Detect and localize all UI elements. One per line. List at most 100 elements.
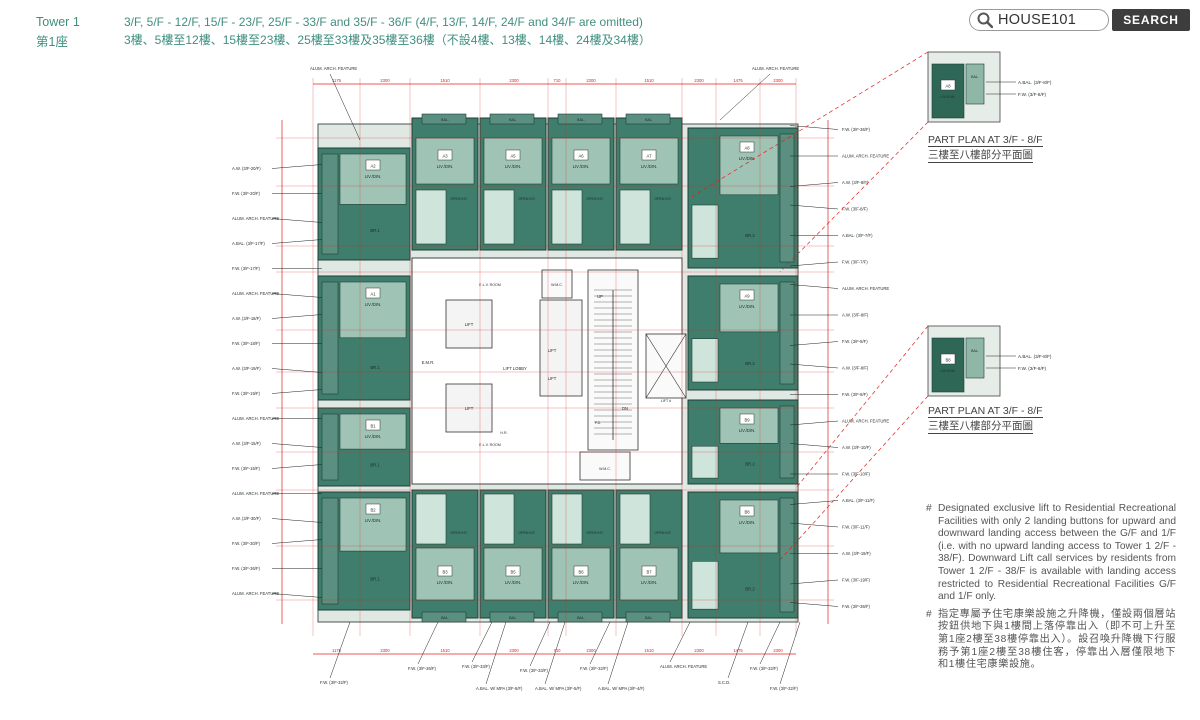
part-plan-caption-1-zh: 三樓至八樓部分平面圖 [928, 149, 1033, 163]
unit-tag: B8 [744, 510, 750, 515]
core-label: LIFT [465, 322, 474, 327]
part-plan-caption-1-en: PART PLAN AT 3/F - 8/F [928, 134, 1043, 147]
leader-label-right: A.BAL. (3/F-7/F) [842, 233, 873, 238]
plan-dimensions: 1175117523002300151015102300230071071023… [276, 78, 834, 655]
unit-tag-box [940, 79, 956, 91]
room-br [321, 153, 339, 255]
room-br [321, 413, 339, 481]
room-label: BR.2 [745, 233, 755, 238]
room-label: LIV./DIN. [365, 174, 382, 179]
unit-tag: A9 [744, 294, 750, 299]
room-bal [557, 611, 603, 623]
unit-tag: B1 [370, 424, 376, 429]
room-bath [691, 560, 719, 610]
unit-tag: B2 [370, 508, 376, 513]
room-bath [415, 493, 447, 545]
leader-label-bottom: F.W. (3/F-33/F) [520, 668, 549, 673]
unit-tag-box [641, 149, 657, 161]
part-plan-label: F.W. (3/F-8/F) [1018, 366, 1047, 371]
unit-tag-box [641, 565, 657, 577]
room-bath [691, 445, 719, 479]
leader-label-left: ALUM. ARCH. FEATURE [232, 491, 279, 496]
unit-tag-box [739, 413, 755, 425]
search-button[interactable]: SEARCH [1112, 9, 1190, 31]
leader-line [789, 363, 839, 369]
search-icon [977, 12, 994, 33]
unit-tag-box [437, 565, 453, 577]
room-label: BR.2 [745, 361, 755, 366]
room-bath [415, 189, 447, 245]
room-label: LIV./DIN. [940, 369, 955, 373]
leader-line [271, 464, 323, 469]
dim-label-bottom: 2300 [694, 648, 704, 653]
room-bath [691, 338, 719, 383]
room-bal [489, 113, 535, 125]
room-label: OPEN KIT. [518, 197, 536, 201]
room-label: BAL. [509, 118, 517, 122]
leader-line [271, 593, 323, 598]
room-label: LIV./DIN. [940, 95, 955, 99]
leader-line [471, 621, 493, 663]
room-label: BAL. [645, 616, 653, 620]
room-bal [779, 133, 795, 263]
leader-line [727, 621, 749, 679]
leader-label-left: A.W. (3/F-18/F) [232, 316, 261, 321]
leader-label-bottom: A.BAL. W/ MPA (3/F-4/F) [598, 686, 645, 691]
leader-line [789, 204, 839, 210]
unit-tag: B6 [578, 570, 584, 575]
room-bath [619, 493, 651, 545]
room-label: BAL. [971, 349, 979, 353]
core-label: LIFT [548, 376, 557, 381]
unit-tag: A3 [442, 154, 448, 159]
wmc-room [579, 451, 631, 481]
leader-label-right: A.W. (3/F-8/F) [842, 366, 869, 371]
dim-label-bottom: 2300 [509, 648, 519, 653]
room-label: BAL. [441, 616, 449, 620]
part-plan-bal [965, 337, 985, 379]
part-plan-bal [965, 63, 985, 105]
unit-tag: B3 [442, 570, 448, 575]
part-plan-label: F.W. (3/F-8/F) [1018, 92, 1047, 97]
room-liv [619, 137, 679, 185]
room-liv [551, 137, 611, 185]
part-plan-label: A.BAL. (3/F-8/F) [1018, 80, 1052, 85]
core-label: H.R. [500, 431, 507, 435]
part-plan-room [931, 63, 965, 119]
leader-line [759, 621, 781, 665]
leader-label-left: A.W. (3/F-20/F) [232, 166, 261, 171]
unit-tag-box [739, 289, 755, 301]
leader-line [529, 621, 551, 667]
note-mark: # [926, 503, 932, 514]
room-label: OPEN KIT. [518, 531, 536, 535]
room-label: LIV./DIN. [739, 520, 756, 525]
leader-label-bottom: F.W. (3/F-32/F) [320, 680, 349, 685]
room-label: LIV./DIN. [739, 428, 756, 433]
room-label: LIV./DIN. [505, 164, 522, 169]
leader-line [789, 522, 839, 528]
leader-line [789, 182, 839, 187]
leader-label-left: A.W. (3/F-15/F) [232, 441, 261, 446]
leader-label-right: F.W. (3/F-8/F) [842, 339, 868, 344]
room-label: OPEN KIT. [654, 197, 672, 201]
leader-label-left: A.W. (3/F-19/F) [232, 366, 261, 371]
unit-tag-box [365, 287, 381, 299]
part-plan-room [931, 337, 965, 393]
unit-tag: B8 [945, 358, 951, 363]
leader-label-left: F.W. (3/F-30/F) [232, 541, 261, 546]
room-bath [619, 189, 651, 245]
room-bal [625, 113, 671, 125]
room-label: BR.1 [370, 577, 380, 582]
unit-tag: A8 [945, 84, 951, 89]
leader-label-left: F.W. (3/F-15/F) [232, 466, 261, 471]
leader-label-left: ALUM. ARCH. FEATURE [232, 591, 279, 596]
room-bath [483, 493, 515, 545]
unit-tag-box [505, 149, 521, 161]
leader-line [719, 73, 771, 121]
plan-labels: A.W. (3/F-20/F)F.W. (3/F-20/F)ALUM. ARCH… [232, 66, 889, 691]
search-box[interactable]: HOUSE101 [969, 9, 1109, 31]
room-bal [625, 611, 671, 623]
leader-label-bottom: A.BAL. W/ MPA (3/F-5/F) [476, 686, 523, 691]
